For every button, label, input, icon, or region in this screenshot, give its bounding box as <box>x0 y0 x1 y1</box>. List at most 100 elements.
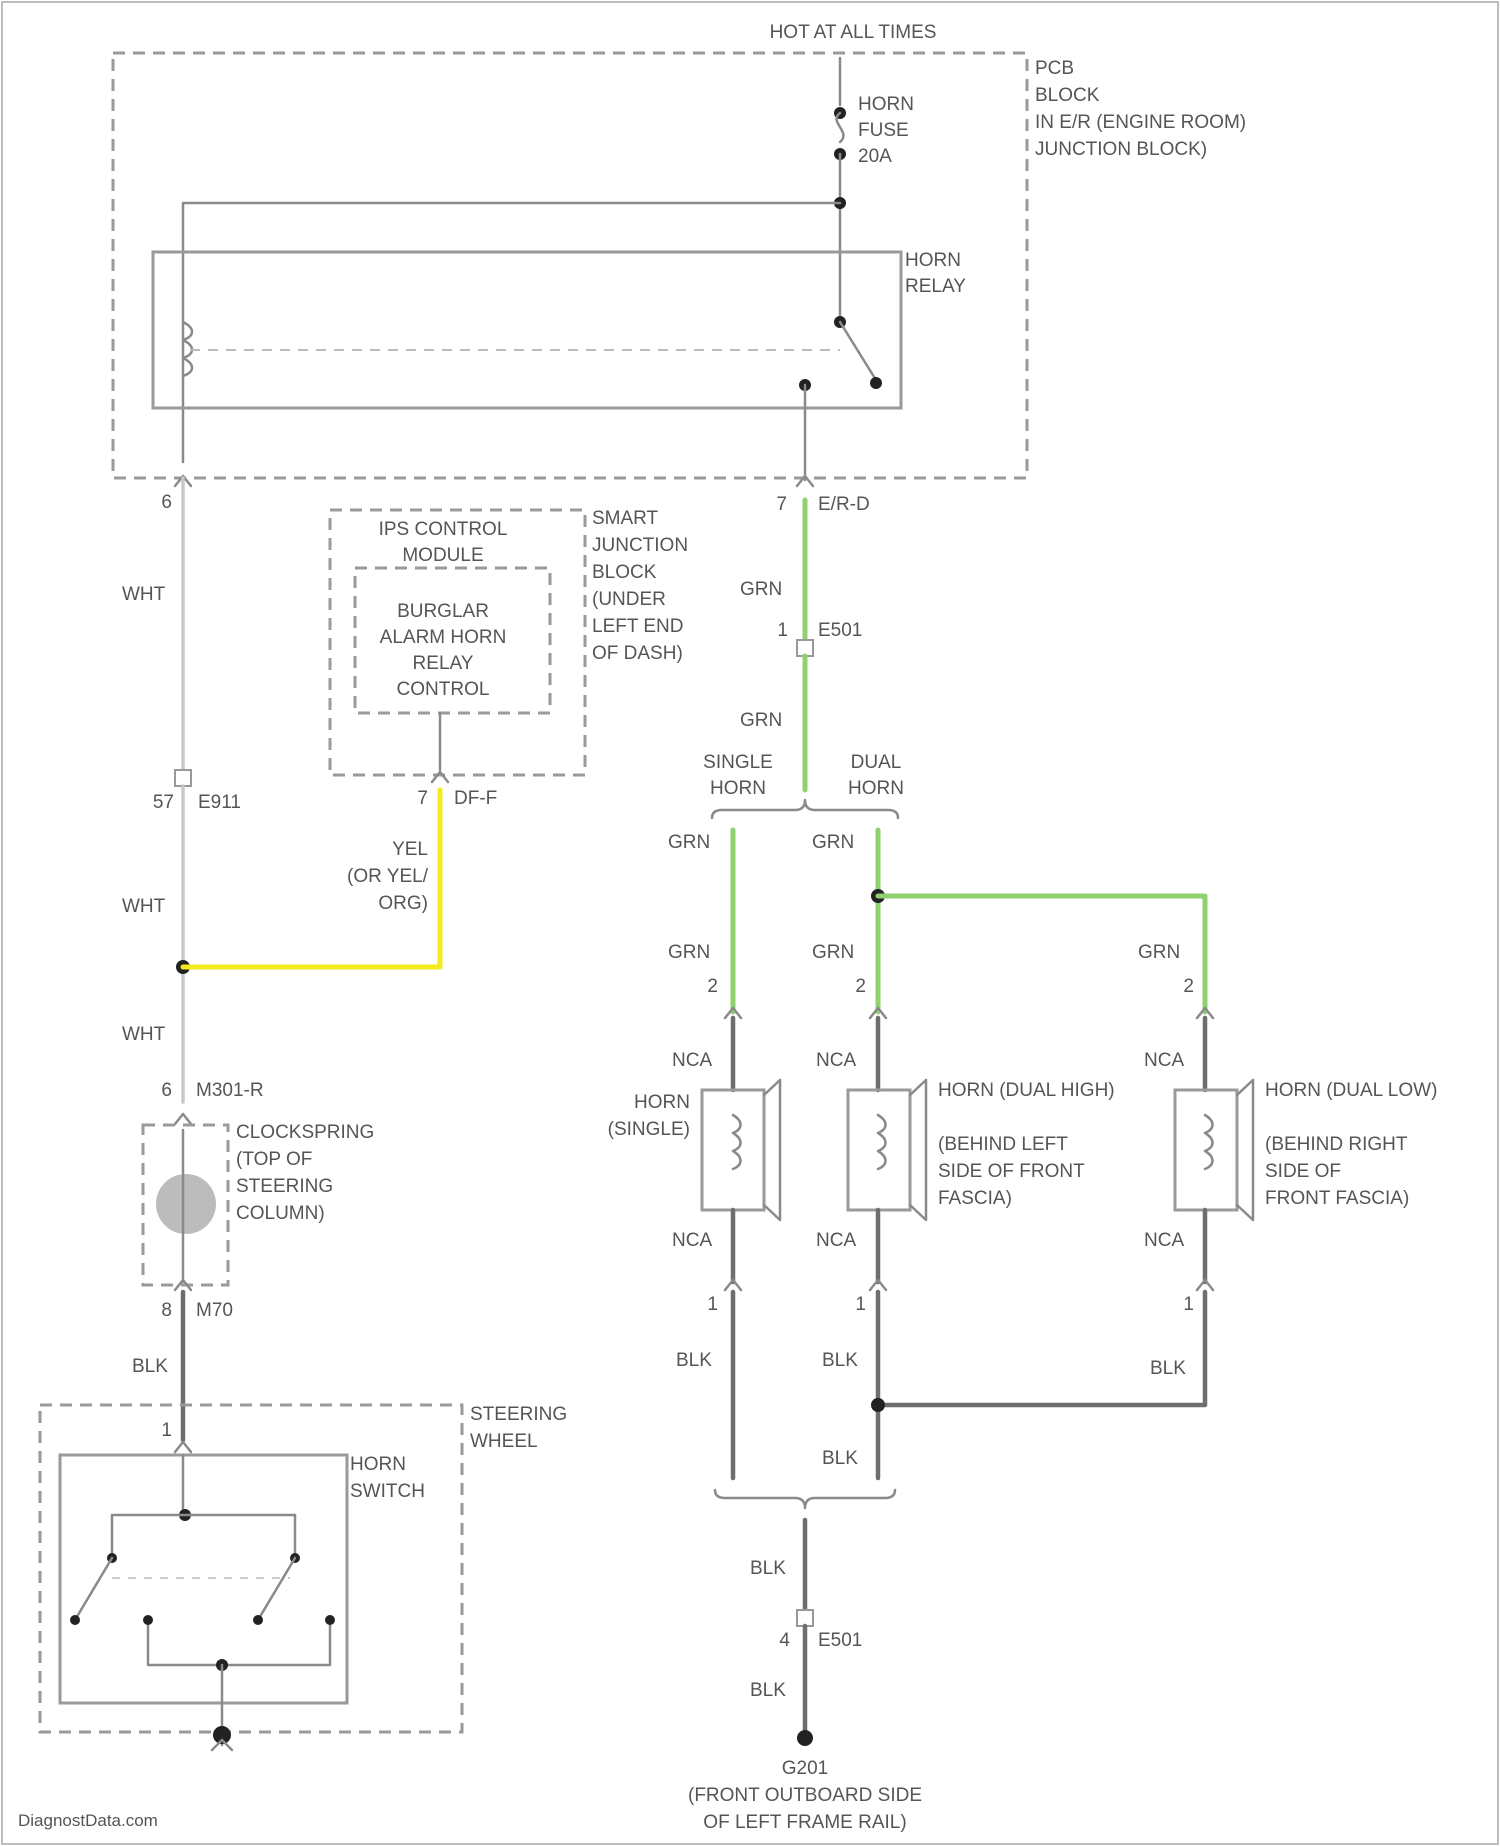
horn-high-label-line: (BEHIND LEFT <box>938 1134 1068 1155</box>
fuse-label-line: 20A <box>858 146 892 167</box>
horn-low-label-line: FRONT FASCIA) <box>1265 1188 1409 1209</box>
wire-color-label: WHT <box>122 1024 166 1045</box>
wire-color-label: BLK <box>750 1680 786 1701</box>
connector-icon <box>175 1442 191 1452</box>
clockspring-icon <box>156 1174 216 1234</box>
sjb-pin-label: 7 <box>417 788 428 809</box>
horn-switch-blade-left <box>75 1558 112 1620</box>
dual-horn-branch-label: DUAL HORN <box>848 752 904 799</box>
horn-high-label-line: FASCIA) <box>938 1188 1012 1209</box>
wire-color-label: BLK <box>1150 1358 1186 1379</box>
wire-color-label: GRN <box>812 832 854 853</box>
horn-single-coil-icon <box>733 1115 741 1169</box>
wire-color-label: GRN <box>1138 942 1180 963</box>
horn-fuse-label: HORN FUSE 20A <box>858 94 914 167</box>
sjb-label-line: BLOCK <box>592 562 657 583</box>
horn-low-label-line: SIDE OF <box>1265 1161 1341 1182</box>
burglar-alarm-label: BURGLAR ALARM HORN RELAY CONTROL <box>380 601 507 700</box>
clockspring-label-line: CLOCKSPRING <box>236 1122 374 1143</box>
pdb-label-line: IN E/R (ENGINE ROOM) <box>1035 112 1246 133</box>
wire-color-label: NCA <box>816 1050 856 1071</box>
burglar-label-line: BURGLAR <box>397 601 489 622</box>
connector-e501-ground-icon <box>797 1610 813 1626</box>
horn-high-pin2-label: 2 <box>855 976 866 997</box>
yel-label-line: YEL <box>392 839 428 860</box>
ground-location-label: (FRONT OUTBOARD SIDE OF LEFT FRAME RAIL) <box>688 1785 922 1833</box>
m301-pin-label: 6 <box>161 1080 172 1101</box>
horn-single-label-line: (SINGLE) <box>608 1119 690 1140</box>
burglar-label-line: RELAY <box>413 653 474 674</box>
e501-ground-connector-label: E501 <box>818 1630 862 1651</box>
wire-color-label: BLK <box>750 1558 786 1579</box>
horn-single-bell <box>764 1080 780 1220</box>
wire-color-label: GRN <box>668 942 710 963</box>
m301-connector-label: M301-R <box>196 1080 264 1101</box>
horn-single-label-line: HORN <box>634 1092 690 1113</box>
horn-single-pin1-label: 1 <box>707 1294 718 1315</box>
coil-feed-wire <box>183 203 840 462</box>
branch-label-line: HORN <box>848 778 904 799</box>
e501-connector-label: E501 <box>818 620 862 641</box>
connector-icon <box>1197 1280 1213 1290</box>
hot-at-all-times-label: HOT AT ALL TIMES <box>770 22 937 43</box>
wire-color-label: WHT <box>122 584 166 605</box>
horn-high-label-line: SIDE OF FRONT <box>938 1161 1085 1182</box>
horn-switch-ground-bus <box>148 1620 330 1665</box>
sjb-label-line: (UNDER <box>592 589 666 610</box>
wire-color-label: NCA <box>1144 1230 1184 1251</box>
pdb-block-outline <box>113 53 1027 478</box>
horn-low-pin1-label: 1 <box>1183 1294 1194 1315</box>
sw-pin-label: 1 <box>161 1420 172 1441</box>
horn-dual-low-label: HORN (DUAL LOW) (BEHIND RIGHT SIDE OF FR… <box>1265 1080 1437 1209</box>
branch-label-line: DUAL <box>851 752 902 773</box>
horn-low-pin2-label: 2 <box>1183 976 1194 997</box>
wire-color-label: BLK <box>676 1350 712 1371</box>
ground-label-line: OF LEFT FRAME RAIL) <box>703 1812 906 1833</box>
e501-pin-label: 1 <box>777 620 788 641</box>
relay-out-connector-label: E/R-D <box>818 494 870 515</box>
single-horn-branch-label: SINGLE HORN <box>703 752 773 799</box>
connector-e911-icon <box>175 770 191 786</box>
wire-color-label: NCA <box>672 1230 712 1251</box>
clockspring-label-line: (TOP OF <box>236 1149 312 1170</box>
e911-pin-label: 57 <box>153 792 174 813</box>
sjb-label-line: OF DASH) <box>592 643 683 664</box>
branch-brace <box>712 800 898 818</box>
horn-single-pin2-label: 2 <box>707 976 718 997</box>
steering-wheel-label-line: WHEEL <box>470 1431 538 1452</box>
splice-dot <box>871 1398 885 1412</box>
burglar-label-line: CONTROL <box>397 679 490 700</box>
steering-wheel-label: STEERING WHEEL <box>470 1404 567 1452</box>
horn-relay-label: HORN RELAY <box>905 250 966 297</box>
horn-dual-low-coil-icon <box>1205 1115 1213 1169</box>
sjb-connector-label: DF-F <box>454 788 497 809</box>
relay-label-line: HORN <box>905 250 961 271</box>
relay-coil-pin-label: 6 <box>161 492 172 513</box>
horn-switch-common <box>112 1515 295 1558</box>
e911-connector-label: E911 <box>198 792 241 813</box>
horn-switch-label-line: SWITCH <box>350 1481 425 1502</box>
wire-color-label: BLK <box>822 1350 858 1371</box>
watermark: DiagnostData.com <box>18 1811 158 1830</box>
wire-color-label: BLK <box>822 1448 858 1469</box>
horn-low-label-line: (BEHIND RIGHT <box>1265 1134 1408 1155</box>
horn-switch-label-line: HORN <box>350 1454 406 1475</box>
connector-icon <box>870 1280 886 1290</box>
wire-color-label: NCA <box>672 1050 712 1071</box>
clockspring-label-line: COLUMN) <box>236 1203 325 1224</box>
wire-color-label: NCA <box>1144 1050 1184 1071</box>
switch-contact-dot <box>253 1615 263 1625</box>
ground-id-label: G201 <box>782 1758 828 1779</box>
wire-color-label: BLK <box>132 1356 168 1377</box>
switch-contact-dot <box>143 1615 153 1625</box>
horn-dual-low-bell <box>1237 1080 1253 1220</box>
relay-label-line: RELAY <box>905 276 966 297</box>
horn-single-label: HORN (SINGLE) <box>608 1092 690 1140</box>
relay-out-pin-label: 7 <box>776 494 787 515</box>
connector-icon <box>175 1114 191 1124</box>
horn-dual-high-bell <box>910 1080 926 1220</box>
relay-contact-dot <box>870 377 882 389</box>
sjb-label-line: LEFT END <box>592 616 684 637</box>
horn-low-label-line: HORN (DUAL LOW) <box>1265 1080 1437 1101</box>
